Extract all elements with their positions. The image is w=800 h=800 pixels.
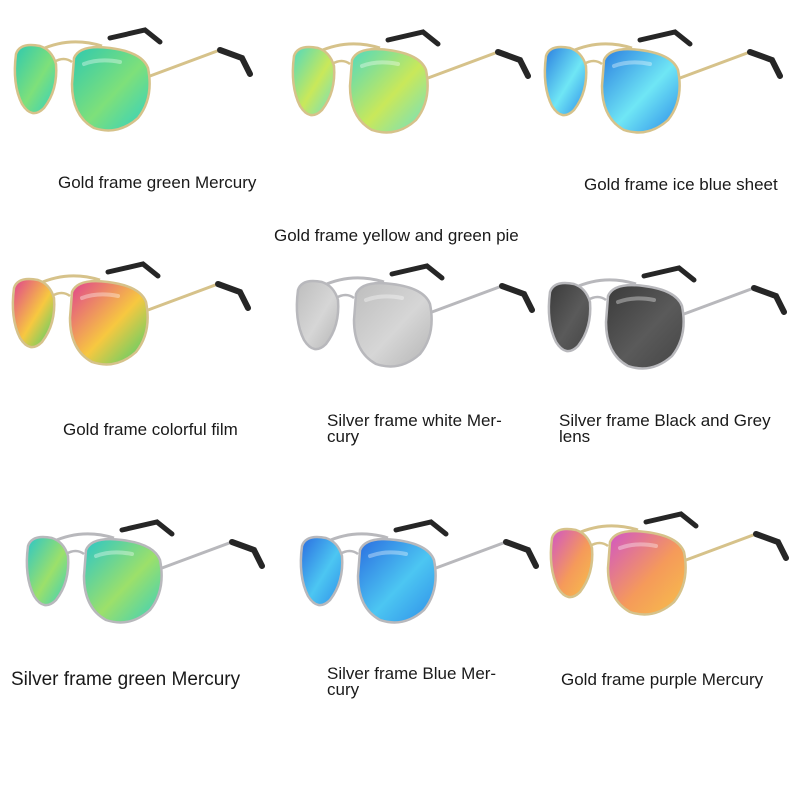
back-temple-tip <box>389 263 445 281</box>
back-temple-tip <box>385 29 441 47</box>
product-label: Silver frame Black and Grey lens <box>559 411 771 446</box>
left-lens <box>291 45 336 117</box>
product-7[interactable]: Silver frame green Mercury <box>0 500 270 710</box>
temple-tip <box>217 47 253 77</box>
temple-tip <box>229 539 265 569</box>
lens-highlight <box>616 296 656 304</box>
right-lens <box>352 281 433 368</box>
nose-bridge <box>51 291 71 298</box>
product-9[interactable]: Gold frame purple Mercury <box>540 500 800 710</box>
product-4[interactable]: Gold frame colorful film <box>0 250 270 460</box>
right-lens <box>356 537 437 624</box>
temple-tip <box>503 539 539 569</box>
temple-tip <box>747 49 783 79</box>
nose-bridge <box>331 59 351 66</box>
product-label: Silver frame white Mer-cury <box>327 411 502 446</box>
product-label: Gold frame ice blue sheet <box>584 175 778 194</box>
nose-bridge <box>583 59 603 66</box>
product-8[interactable]: Silver frame Blue Mer-cury <box>270 500 540 710</box>
sunglasses-image <box>543 29 783 134</box>
sunglasses-image <box>25 519 265 624</box>
right-lens <box>82 537 163 624</box>
temple-tip <box>751 285 787 315</box>
back-temple-tip <box>641 265 697 283</box>
right-lens <box>348 47 429 134</box>
product-label: Gold frame purple Mercury <box>561 670 764 689</box>
right-lens <box>606 529 687 616</box>
right-lens <box>600 47 681 134</box>
product-5[interactable]: Silver frame white Mer-cury <box>270 250 540 460</box>
product-6[interactable]: Silver frame Black and Grey lens <box>540 250 800 460</box>
left-lens <box>295 279 340 351</box>
lens-highlight <box>360 60 400 68</box>
temple-tip <box>753 531 789 561</box>
sunglasses-image <box>13 27 253 132</box>
temple-tip <box>215 281 251 311</box>
nose-bridge <box>65 549 85 556</box>
left-lens <box>543 45 588 117</box>
lens-highlight <box>618 542 658 550</box>
back-temple-tip <box>643 511 699 529</box>
product-label: Gold frame yellow and green pie <box>274 227 519 245</box>
left-lens <box>299 535 344 607</box>
nose-bridge <box>53 57 73 64</box>
left-lens <box>11 277 56 349</box>
nose-bridge <box>335 293 355 300</box>
left-lens <box>549 527 594 599</box>
back-temple-tip <box>393 519 449 537</box>
lens-highlight <box>364 294 404 302</box>
left-lens <box>547 281 592 353</box>
lens-highlight <box>94 550 134 558</box>
product-1[interactable]: Gold frame green Mercury <box>0 0 270 210</box>
product-label: Silver frame green Mercury <box>11 669 241 690</box>
sunglasses-image <box>549 511 789 616</box>
right-lens <box>70 45 151 132</box>
sunglasses-image <box>299 519 539 624</box>
sunglasses-image <box>291 29 531 134</box>
sunglasses-image <box>11 261 251 366</box>
nose-bridge <box>339 549 359 556</box>
lens-highlight <box>368 550 408 558</box>
back-temple-tip <box>637 29 693 47</box>
product-label: Silver frame Blue Mer-cury <box>327 664 497 699</box>
back-temple-tip <box>107 27 163 45</box>
lens-highlight <box>612 60 652 68</box>
left-lens <box>13 43 58 115</box>
right-lens <box>604 283 685 370</box>
product-label: Gold frame green Mercury <box>58 173 257 192</box>
right-lens <box>68 279 149 366</box>
sunglasses-image <box>547 265 787 370</box>
sunglasses-image <box>295 263 535 368</box>
product-2[interactable]: Gold frame yellow and green pie <box>270 0 540 250</box>
back-temple-tip <box>119 519 175 537</box>
lens-highlight <box>82 58 122 66</box>
nose-bridge <box>587 295 607 302</box>
temple-tip <box>495 49 531 79</box>
lens-highlight <box>80 292 120 300</box>
product-3[interactable]: Gold frame ice blue sheet <box>540 0 800 210</box>
left-lens <box>25 535 70 607</box>
temple-tip <box>499 283 535 313</box>
nose-bridge <box>589 541 609 548</box>
back-temple-tip <box>105 261 161 279</box>
product-label: Gold frame colorful film <box>63 420 238 439</box>
